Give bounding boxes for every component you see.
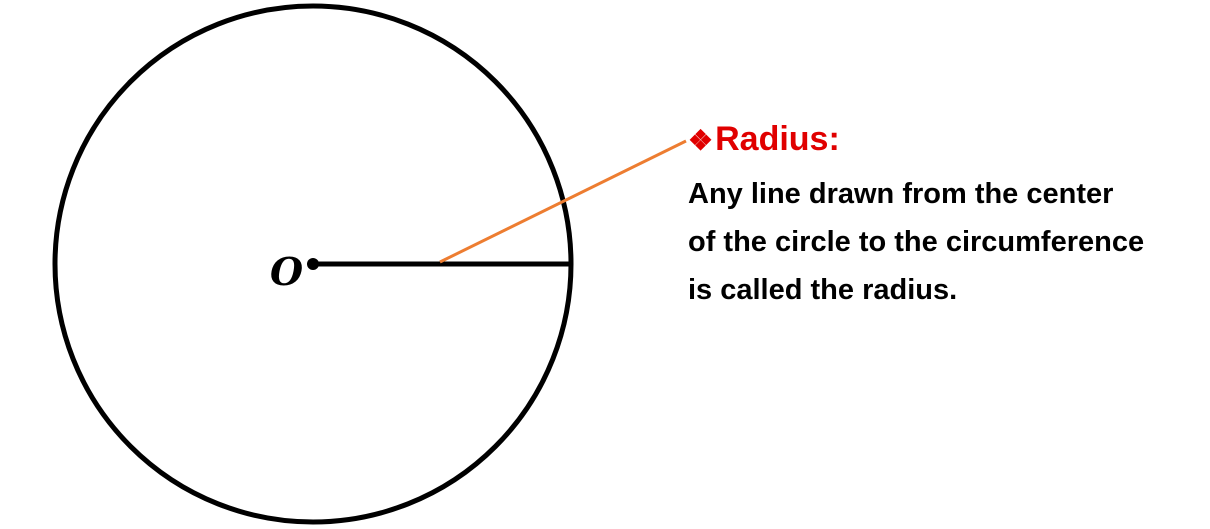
center-point [307, 258, 319, 270]
definition-line-3: is called the radius. [688, 274, 958, 306]
callout-title-row: ❖Radius: [688, 118, 1208, 162]
callout-title: Radius: [715, 120, 840, 158]
radius-callout: ❖Radius: Any line drawn from the center … [688, 118, 1208, 314]
callout-definition: Any line drawn from the center of the ci… [688, 170, 1208, 314]
definition-line-2: of the circle to the circumference [688, 226, 1145, 258]
leader-line [439, 139, 687, 264]
definition-line-1: Any line drawn from the center [688, 178, 1114, 210]
diamond-bullet-icon: ❖ [688, 125, 714, 156]
center-label: O [270, 249, 303, 294]
